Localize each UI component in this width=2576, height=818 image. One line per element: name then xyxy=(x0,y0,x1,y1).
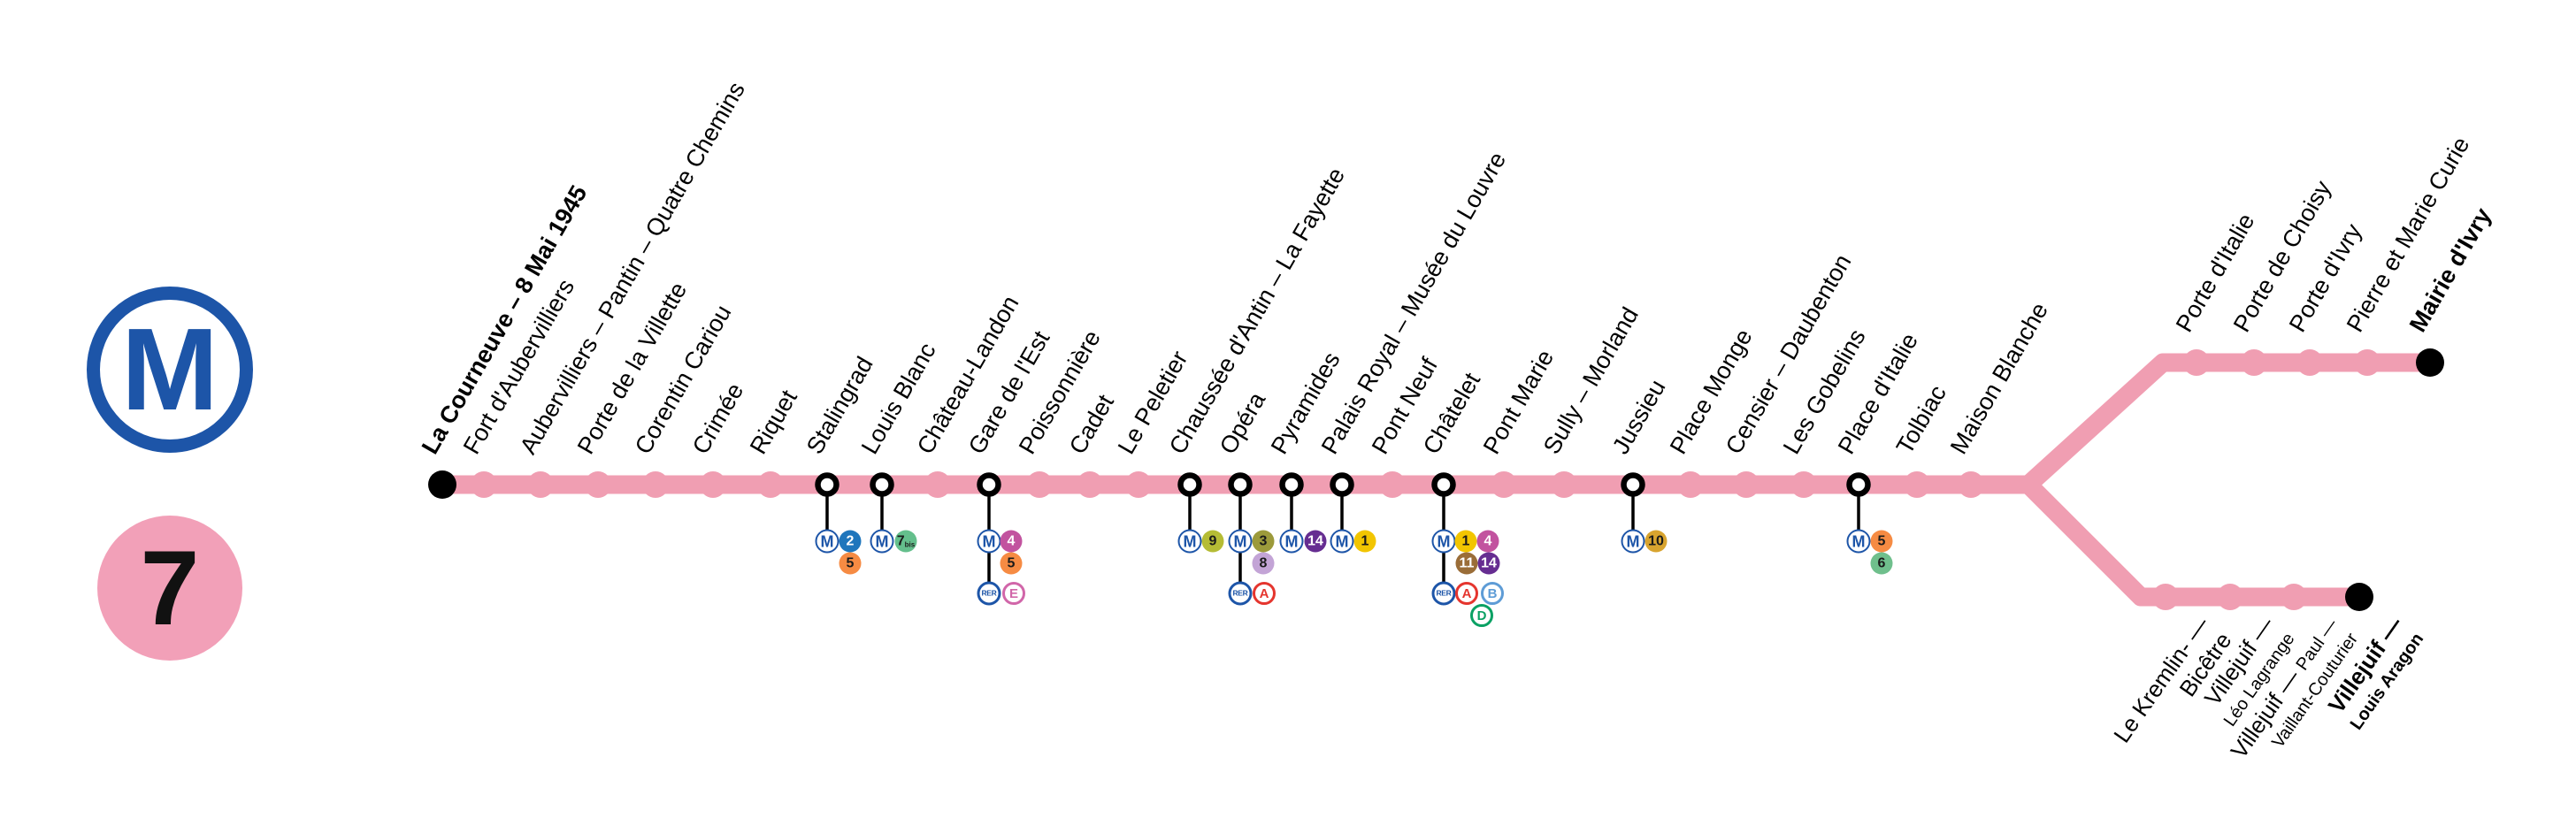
station-marker-interchange xyxy=(1330,472,1354,497)
metro-line-4-badge: 4 xyxy=(1000,530,1023,553)
metro-roundel-icon: M xyxy=(1228,529,1253,554)
station-marker-terminus xyxy=(2345,583,2373,611)
badge-number: 14 xyxy=(1481,555,1497,570)
station-marker-interchange xyxy=(1621,472,1645,497)
badge-number: 4 xyxy=(1007,533,1016,548)
badge-number: 8 xyxy=(1259,555,1268,570)
station-marker-stop xyxy=(2296,349,2323,376)
station-marker-stop xyxy=(1379,471,1406,498)
metro-line-11-badge: 11 xyxy=(1455,552,1478,575)
badge-number: 2 xyxy=(846,533,855,548)
station-marker-stop xyxy=(2241,349,2267,376)
station-marker-stop xyxy=(1125,471,1152,498)
station-marker-interchange xyxy=(1846,472,1871,497)
station-marker-interchange xyxy=(1431,472,1456,497)
rer-roundel-icon: RER xyxy=(1431,581,1456,606)
metro-line-1-badge: 1 xyxy=(1454,530,1477,553)
station-marker-stop xyxy=(2217,584,2243,610)
station-marker-stop xyxy=(642,471,669,498)
station-marker-stop xyxy=(1491,471,1517,498)
metro-line-10-badge: 10 xyxy=(1644,530,1668,553)
rer-line-A-badge: A xyxy=(1253,582,1276,605)
metro-roundel-icon: M xyxy=(1431,529,1456,554)
rer-line-A-badge: A xyxy=(1455,582,1478,605)
station-marker-stop xyxy=(700,471,726,498)
station-marker-stop xyxy=(1551,471,1577,498)
rer-line-B-badge: B xyxy=(1481,582,1504,605)
station-marker-stop xyxy=(471,471,497,498)
metro-roundel-icon: M xyxy=(1330,529,1354,554)
metro-line-3-badge: 3 xyxy=(1252,530,1275,553)
badge-number: 5 xyxy=(846,555,855,570)
rer-line-D-badge: D xyxy=(1470,604,1493,627)
metro-roundel-icon: M xyxy=(1621,529,1645,554)
metro-roundel-icon: M xyxy=(1279,529,1304,554)
station-marker-stop xyxy=(2183,349,2210,376)
station-marker-stop xyxy=(585,471,611,498)
metro-roundel-icon: M xyxy=(870,529,894,554)
badge-number: 10 xyxy=(1648,533,1664,548)
metro-roundel-icon: M xyxy=(1177,529,1202,554)
metro-line-5-badge: 5 xyxy=(1000,552,1023,575)
station-marker-terminus xyxy=(428,470,456,499)
station-marker-stop xyxy=(527,471,554,498)
metro-line-5-badge: 5 xyxy=(839,552,862,575)
station-marker-stop xyxy=(1026,471,1053,498)
badge-number: 4 xyxy=(1484,533,1492,548)
station-marker-interchange xyxy=(1177,472,1202,497)
badge-number: 7 xyxy=(896,533,905,548)
badge-number: 9 xyxy=(1208,533,1217,548)
rer-roundel-icon: RER xyxy=(1228,581,1253,606)
metro-line-4-badge: 4 xyxy=(1476,530,1499,553)
track-south-branch xyxy=(2021,478,2359,607)
station-marker-interchange xyxy=(870,472,894,497)
badge-number: 14 xyxy=(1307,533,1323,548)
station-marker-stop xyxy=(1077,471,1103,498)
station-marker-terminus xyxy=(2416,348,2444,377)
badge-number: 1 xyxy=(1461,533,1470,548)
line-7-badge: 7 xyxy=(97,516,242,661)
metro-roundel-icon: M xyxy=(977,529,1001,554)
station-marker-interchange xyxy=(977,472,1001,497)
metro-roundel-icon: M xyxy=(815,529,840,554)
badge-number: 11 xyxy=(1459,555,1475,570)
badge-number: 1 xyxy=(1361,533,1369,548)
metro-line-6-badge: 6 xyxy=(1870,552,1893,575)
station-marker-stop xyxy=(2354,349,2380,376)
badge-number: 5 xyxy=(1877,533,1886,548)
station-marker-stop xyxy=(1790,471,1817,498)
station-marker-stop xyxy=(1733,471,1760,498)
station-marker-stop xyxy=(757,471,784,498)
badge-number: 5 xyxy=(1007,555,1016,570)
station-marker-stop xyxy=(1958,471,1984,498)
metro-line-8-badge: 8 xyxy=(1252,552,1275,575)
station-marker-interchange xyxy=(1228,472,1253,497)
metro-line-14-badge: 14 xyxy=(1477,552,1500,575)
metro-line-2-badge: 2 xyxy=(839,530,862,553)
station-marker-stop xyxy=(1677,471,1704,498)
station-marker-stop xyxy=(2152,584,2179,610)
metro-line-9-badge: 9 xyxy=(1201,530,1224,553)
metro-logo-letter: M xyxy=(121,304,218,434)
station-marker-stop xyxy=(924,471,951,498)
rer-line-E-badge: E xyxy=(1002,582,1025,605)
station-marker-interchange xyxy=(1279,472,1304,497)
metro-line-14-badge: 14 xyxy=(1304,530,1327,553)
badge-suffix: bis xyxy=(904,540,916,549)
badge-number: 3 xyxy=(1259,533,1268,548)
station-marker-interchange xyxy=(815,472,840,497)
metro-line-5-badge: 5 xyxy=(1870,530,1893,553)
metro-line-1-badge: 1 xyxy=(1353,530,1376,553)
badge-number: 6 xyxy=(1877,555,1886,570)
station-marker-stop xyxy=(2281,584,2307,610)
station-marker-stop xyxy=(1904,471,1930,498)
metro-roundel-icon: M xyxy=(1846,529,1871,554)
line-7-number: 7 xyxy=(140,529,200,647)
rer-roundel-icon: RER xyxy=(977,581,1001,606)
